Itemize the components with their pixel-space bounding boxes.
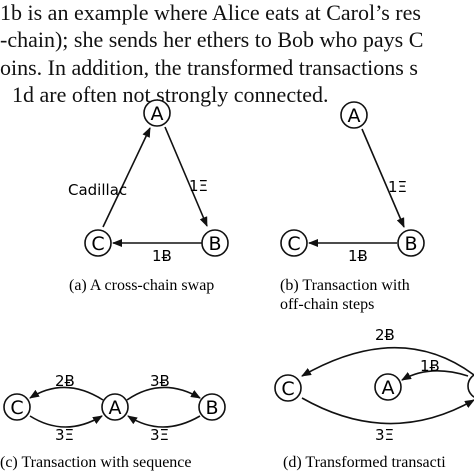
edge-c-ba-bottom-label: 3Ξ [150,426,169,444]
edge-a-ab [164,126,208,227]
edge-c-ac-bottom-label: 3Ξ [55,426,74,444]
caption-c: (c) Transaction with sequence [0,454,192,471]
node-c-b [198,393,226,421]
node-d-a [374,373,402,401]
edge-d-mid-label: 1Ƀ [420,357,440,375]
node-c-a-label: A [109,397,122,419]
node-d-c-label: C [281,378,294,400]
edge-a-ca-label: Cadillac [68,181,127,199]
edge-c-ca-top-label: 2Ƀ [55,372,75,390]
node-a-a [143,99,171,127]
paragraph-line-2: -chain); she sends her ethers to Bob who… [0,27,424,52]
edge-b-ab [361,128,405,228]
edge-c-ac-bottom [29,415,103,428]
node-b-a [340,101,368,129]
node-b-b-label: B [404,233,417,255]
edge-d-bottom-label: 3Ξ [375,426,394,444]
node-c-c [3,393,31,421]
node-c-b-label: B [205,397,218,419]
edge-c-ca-top [29,386,104,401]
caption-a: (a) A cross-chain swap [69,277,214,294]
edge-b-bc-label: 1Ƀ [348,247,368,265]
edge-c-ab-top [126,386,201,401]
edge-b-ab-label: 1Ξ [388,178,407,196]
caption-d: (d) Transformed transacti [283,454,446,471]
node-b-a-label: A [348,105,361,127]
caption-b-line2: off-chain steps [280,296,374,313]
figure-a: A B C Cadillac 1Ξ 1Ƀ (a) A cross-chain s… [68,99,229,294]
node-b-b [397,229,425,257]
edge-a-bc-label: 1Ƀ [152,247,172,265]
node-d-c [274,374,302,402]
edge-a-ca [102,127,151,228]
node-b-c [280,229,308,257]
node-c-c-label: C [10,397,23,419]
edge-d-top [301,346,474,377]
edge-d-top-label: 2Ƀ [375,326,395,344]
edge-c-ba-bottom [127,415,201,428]
edge-d-bottom [301,397,474,425]
figure-b: A B C 1Ξ 1Ƀ (b) Transaction with off-cha… [280,101,425,313]
edge-c-ab-top-label: 3Ƀ [150,372,170,390]
node-a-a-label: A [151,103,164,125]
edge-d-mid [401,370,469,381]
node-a-c-label: C [91,233,104,255]
caption-b-line1: (b) Transaction with [280,277,410,294]
paragraph-line-1: 1b is an example where Alice eats at Car… [0,0,421,25]
node-d-a-label: A [382,377,395,399]
paragraph-line-4: 1d are often not strongly connected. [12,82,329,107]
figure-c: C A B 2Ƀ 3Ξ 3Ƀ 3Ξ (c) Transaction with s… [0,372,226,471]
node-a-b [201,229,229,257]
node-b-c-label: C [287,233,300,255]
node-c-a [101,393,129,421]
node-a-b-label: B [208,233,221,255]
paragraph-line-3: oins. In addition, the transformed trans… [0,55,418,80]
edge-a-ab-label: 1Ξ [189,177,208,195]
node-d-partial [467,374,474,398]
node-a-c [84,229,112,257]
figure-d: C A 2Ƀ 1Ƀ 3Ξ (d) Transformed transacti [274,326,474,471]
